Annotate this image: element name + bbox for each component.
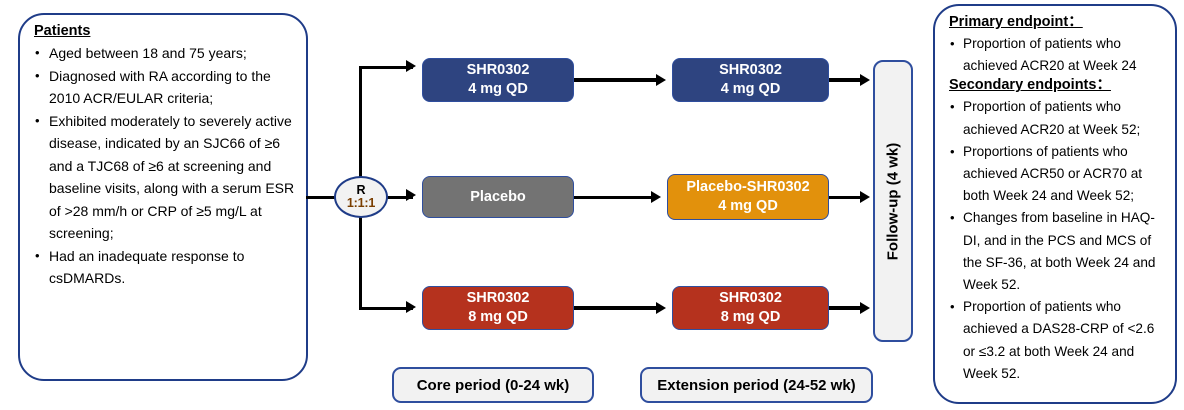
connector-ext1-to-followup <box>829 78 864 82</box>
secondary-endpoints-heading: Secondary endpoints： <box>949 77 1111 94</box>
period-label-extension: Extension period (24-52 wk) <box>640 367 873 403</box>
arm-line1: Placebo <box>470 188 526 205</box>
arrowhead-ext3 <box>656 301 666 314</box>
primary-endpoint-list: Proportion of patients who achieved ACR2… <box>947 33 1165 77</box>
connector-ext3-to-followup <box>829 306 864 310</box>
arrowhead-ext2 <box>651 190 661 203</box>
patients-heading: Patients <box>34 23 91 39</box>
arrowhead-arm2 <box>406 189 416 201</box>
connector-core1-to-ext1 <box>574 78 660 82</box>
list-item: Proportion of patients who achieved ACR2… <box>947 33 1165 77</box>
list-item: Aged between 18 and 75 years; <box>32 42 296 65</box>
list-item: Changes from baseline in HAQ-DI, and in … <box>947 207 1165 296</box>
connector-branch-arm3 <box>359 307 413 311</box>
arm-line1: SHR0302 <box>466 290 530 306</box>
arrowhead-followup3 <box>860 301 870 314</box>
connector-branch-arm1 <box>359 66 413 70</box>
arm-core-shr0302-8mg: SHR0302 8 mg QD <box>422 286 574 330</box>
connector-spine-down <box>359 196 363 310</box>
arrowhead-followup2 <box>860 190 870 203</box>
connector-core3-to-ext3 <box>574 306 660 310</box>
list-item: Proportions of patients who achieved ACR… <box>947 141 1165 208</box>
arm-line2: 8 mg QD <box>720 309 781 325</box>
period-extension-text: Extension period (24-52 wk) <box>657 376 856 394</box>
list-item: Proportion of patients who achieved a DA… <box>947 296 1165 385</box>
connector-ext2-to-followup <box>829 195 864 199</box>
arm-core-shr0302-4mg: SHR0302 4 mg QD <box>422 58 574 102</box>
followup-box: Follow-up (4 wk) <box>873 60 913 342</box>
patients-panel: Patients Aged between 18 and 75 years; D… <box>18 13 308 381</box>
arrowhead-arm1 <box>406 59 416 72</box>
connector-core2-to-ext2 <box>574 195 655 199</box>
arm-extension-shr0302-8mg: SHR0302 8 mg QD <box>672 286 829 330</box>
period-core-text: Core period (0-24 wk) <box>416 376 570 394</box>
connector-spine-up <box>359 66 363 196</box>
arm-extension-placebo-shr0302: Placebo-SHR0302 4 mg QD <box>667 174 829 220</box>
arm-line1: SHR0302 <box>719 62 782 78</box>
arm-line2: 8 mg QD <box>468 309 528 325</box>
arrowhead-ext1 <box>656 73 666 86</box>
arm-line2: 4 mg QD <box>718 198 778 214</box>
followup-label: Follow-up (4 wk) <box>884 142 902 260</box>
randomization-ratio: 1:1:1 <box>346 196 376 210</box>
patients-criteria-list: Aged between 18 and 75 years; Diagnosed … <box>32 42 296 290</box>
list-item: Exhibited moderately to severely active … <box>32 110 296 245</box>
arm-line1: SHR0302 <box>466 62 530 78</box>
arm-line1: SHR0302 <box>719 290 782 306</box>
arm-line1: Placebo-SHR0302 <box>686 179 810 195</box>
randomization-label: R <box>356 183 366 197</box>
arm-line2: 4 mg QD <box>468 81 528 97</box>
period-label-core: Core period (0-24 wk) <box>392 367 594 403</box>
arrowhead-followup1 <box>860 73 870 86</box>
endpoints-panel: Primary endpoint： Proportion of patients… <box>933 4 1177 404</box>
arm-line2: 4 mg QD <box>720 81 781 97</box>
list-item: Had an inadequate response to csDMARDs. <box>32 245 296 290</box>
arrowhead-arm3 <box>406 300 416 313</box>
arm-extension-shr0302-4mg: SHR0302 4 mg QD <box>672 58 829 102</box>
list-item: Diagnosed with RA according to the 2010 … <box>32 65 296 110</box>
connector-patients-to-randomization <box>306 195 336 199</box>
list-item: Proportion of patients who achieved ACR2… <box>947 96 1165 140</box>
primary-endpoint-heading: Primary endpoint： <box>949 14 1083 30</box>
secondary-endpoints-list: Proportion of patients who achieved ACR2… <box>947 96 1165 385</box>
randomization-node: R 1:1:1 <box>334 176 388 218</box>
connector-branch-arm2 <box>386 195 413 199</box>
arm-core-placebo: Placebo <box>422 176 574 218</box>
